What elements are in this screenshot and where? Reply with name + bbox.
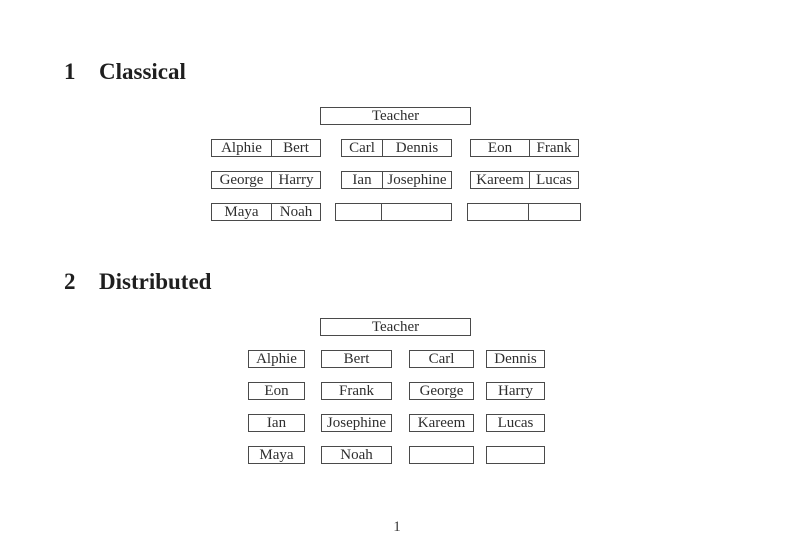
desk-cell: Ian xyxy=(352,172,372,188)
section-number: 1 xyxy=(64,59,76,84)
desk-cell: Alphie xyxy=(256,350,297,367)
desk-box: Alphie xyxy=(248,350,305,368)
desk-box: Maya xyxy=(248,446,305,464)
desk-cell: Dennis xyxy=(382,140,451,156)
section-heading-classical: 1 Classical xyxy=(64,60,186,83)
desk-cell: Alphie xyxy=(221,140,262,156)
desk-box: Kareem Lucas xyxy=(470,171,579,189)
section-title: Classical xyxy=(99,59,186,84)
desk-box: Ian Josephine xyxy=(341,171,452,189)
desk-box: Maya Noah xyxy=(211,203,321,221)
desk-cell: Dennis xyxy=(494,350,537,367)
desk-cell: Kareem xyxy=(476,172,524,188)
desk-box: Kareem xyxy=(409,414,474,432)
desk-box: Ian xyxy=(248,414,305,432)
desk-box: Bert xyxy=(321,350,392,368)
desk-box: Carl Dennis xyxy=(341,139,452,157)
section-title: Distributed xyxy=(99,269,212,294)
desk-box: Josephine xyxy=(321,414,392,432)
desk-box: Eon xyxy=(248,382,305,400)
desk-box: George xyxy=(409,382,474,400)
desk-cell: Frank xyxy=(529,140,578,156)
desk-cell: Lucas xyxy=(497,414,534,431)
desk-cell: Kareem xyxy=(417,414,466,431)
desk-cell: Harry xyxy=(498,382,533,399)
desk-cell: Eon xyxy=(264,382,289,399)
desk-cell xyxy=(336,204,381,220)
desk-box: Carl xyxy=(409,350,474,368)
desk-box: Dennis xyxy=(486,350,545,368)
desk-cell: George xyxy=(219,172,264,188)
desk-cell xyxy=(528,204,580,220)
desk-cell: George xyxy=(419,382,464,399)
teacher-box: Teacher xyxy=(320,318,471,336)
desk-box: Harry xyxy=(486,382,545,400)
desk-box-empty xyxy=(409,446,474,464)
teacher-box: Teacher xyxy=(320,107,471,125)
desk-cell: Josephine xyxy=(326,414,387,431)
desk-box-empty xyxy=(467,203,581,221)
desk-cell: Eon xyxy=(487,140,513,156)
desk-cell: Bert xyxy=(271,140,320,156)
section-number: 2 xyxy=(64,269,76,294)
desk-cell: Maya xyxy=(224,204,259,220)
section-heading-distributed: 2 Distributed xyxy=(64,270,211,293)
desk-cell: Josephine xyxy=(382,172,451,188)
desk-box: Eon Frank xyxy=(470,139,579,157)
desk-cell xyxy=(381,204,451,220)
desk-cell: Noah xyxy=(271,204,320,220)
page-number: 1 xyxy=(393,519,401,535)
teacher-label: Teacher xyxy=(371,318,420,335)
desk-box: Frank xyxy=(321,382,392,400)
desk-cell: Carl xyxy=(428,350,455,367)
desk-cell: Frank xyxy=(339,382,374,399)
desk-cell: Carl xyxy=(349,140,375,156)
desk-cell: Maya xyxy=(259,446,294,463)
desk-cell xyxy=(468,204,528,220)
desk-cell: Ian xyxy=(266,414,287,431)
desk-cell: Bert xyxy=(343,350,370,367)
desk-box: George Harry xyxy=(211,171,321,189)
desk-cell: Noah xyxy=(340,446,373,463)
desk-box-empty xyxy=(335,203,452,221)
desk-cell: Harry xyxy=(271,172,320,188)
desk-box: Noah xyxy=(321,446,392,464)
desk-box-empty xyxy=(486,446,545,464)
teacher-label: Teacher xyxy=(371,107,420,124)
desk-box: Alphie Bert xyxy=(211,139,321,157)
desk-box: Lucas xyxy=(486,414,545,432)
desk-cell: Lucas xyxy=(529,172,578,188)
